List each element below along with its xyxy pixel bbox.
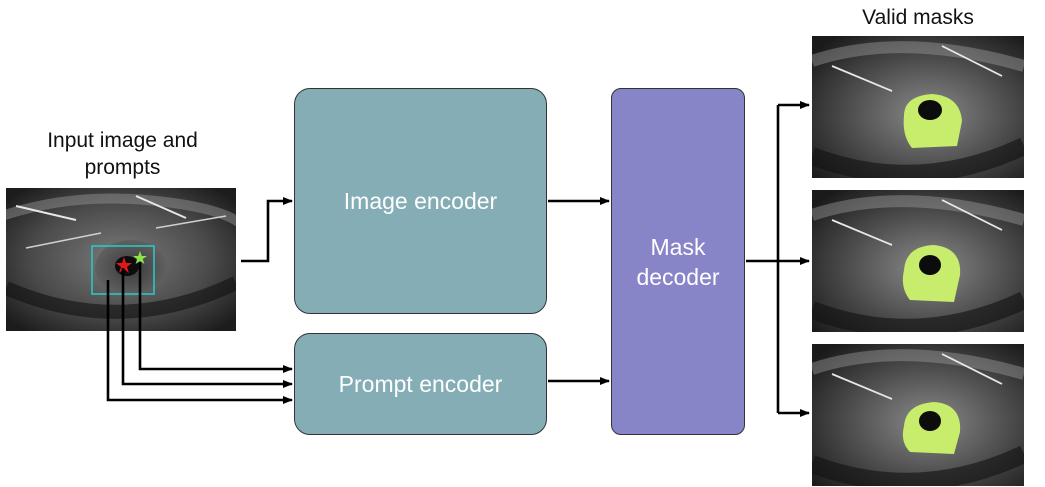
mask-output-1 <box>812 36 1024 178</box>
prompt-encoder-label: Prompt encoder <box>338 371 503 397</box>
image-encoder-label: Image encoder <box>343 188 498 214</box>
mask-output-3 <box>812 344 1024 486</box>
arrow-input-to-image-encoder <box>241 197 293 263</box>
mask-output-2 <box>812 190 1024 332</box>
input-label: Input image and prompts <box>47 129 198 179</box>
output-label: Valid masks <box>862 6 974 29</box>
input-eye-image <box>6 188 236 331</box>
star-icon <box>133 251 147 264</box>
mask-decoder-label: Mask decoder <box>636 233 720 290</box>
arrow-box-to-prompt-encoder <box>106 280 293 404</box>
star-icon <box>116 257 132 273</box>
arrow-green-point-to-prompt-encoder <box>138 262 293 373</box>
prompt-encoder-block: Prompt encoder <box>294 333 547 435</box>
image-encoder-block: Image encoder <box>294 88 547 314</box>
arrow-red-point-to-prompt-encoder <box>121 268 293 388</box>
mask-decoder-block: Mask decoder <box>611 88 745 435</box>
